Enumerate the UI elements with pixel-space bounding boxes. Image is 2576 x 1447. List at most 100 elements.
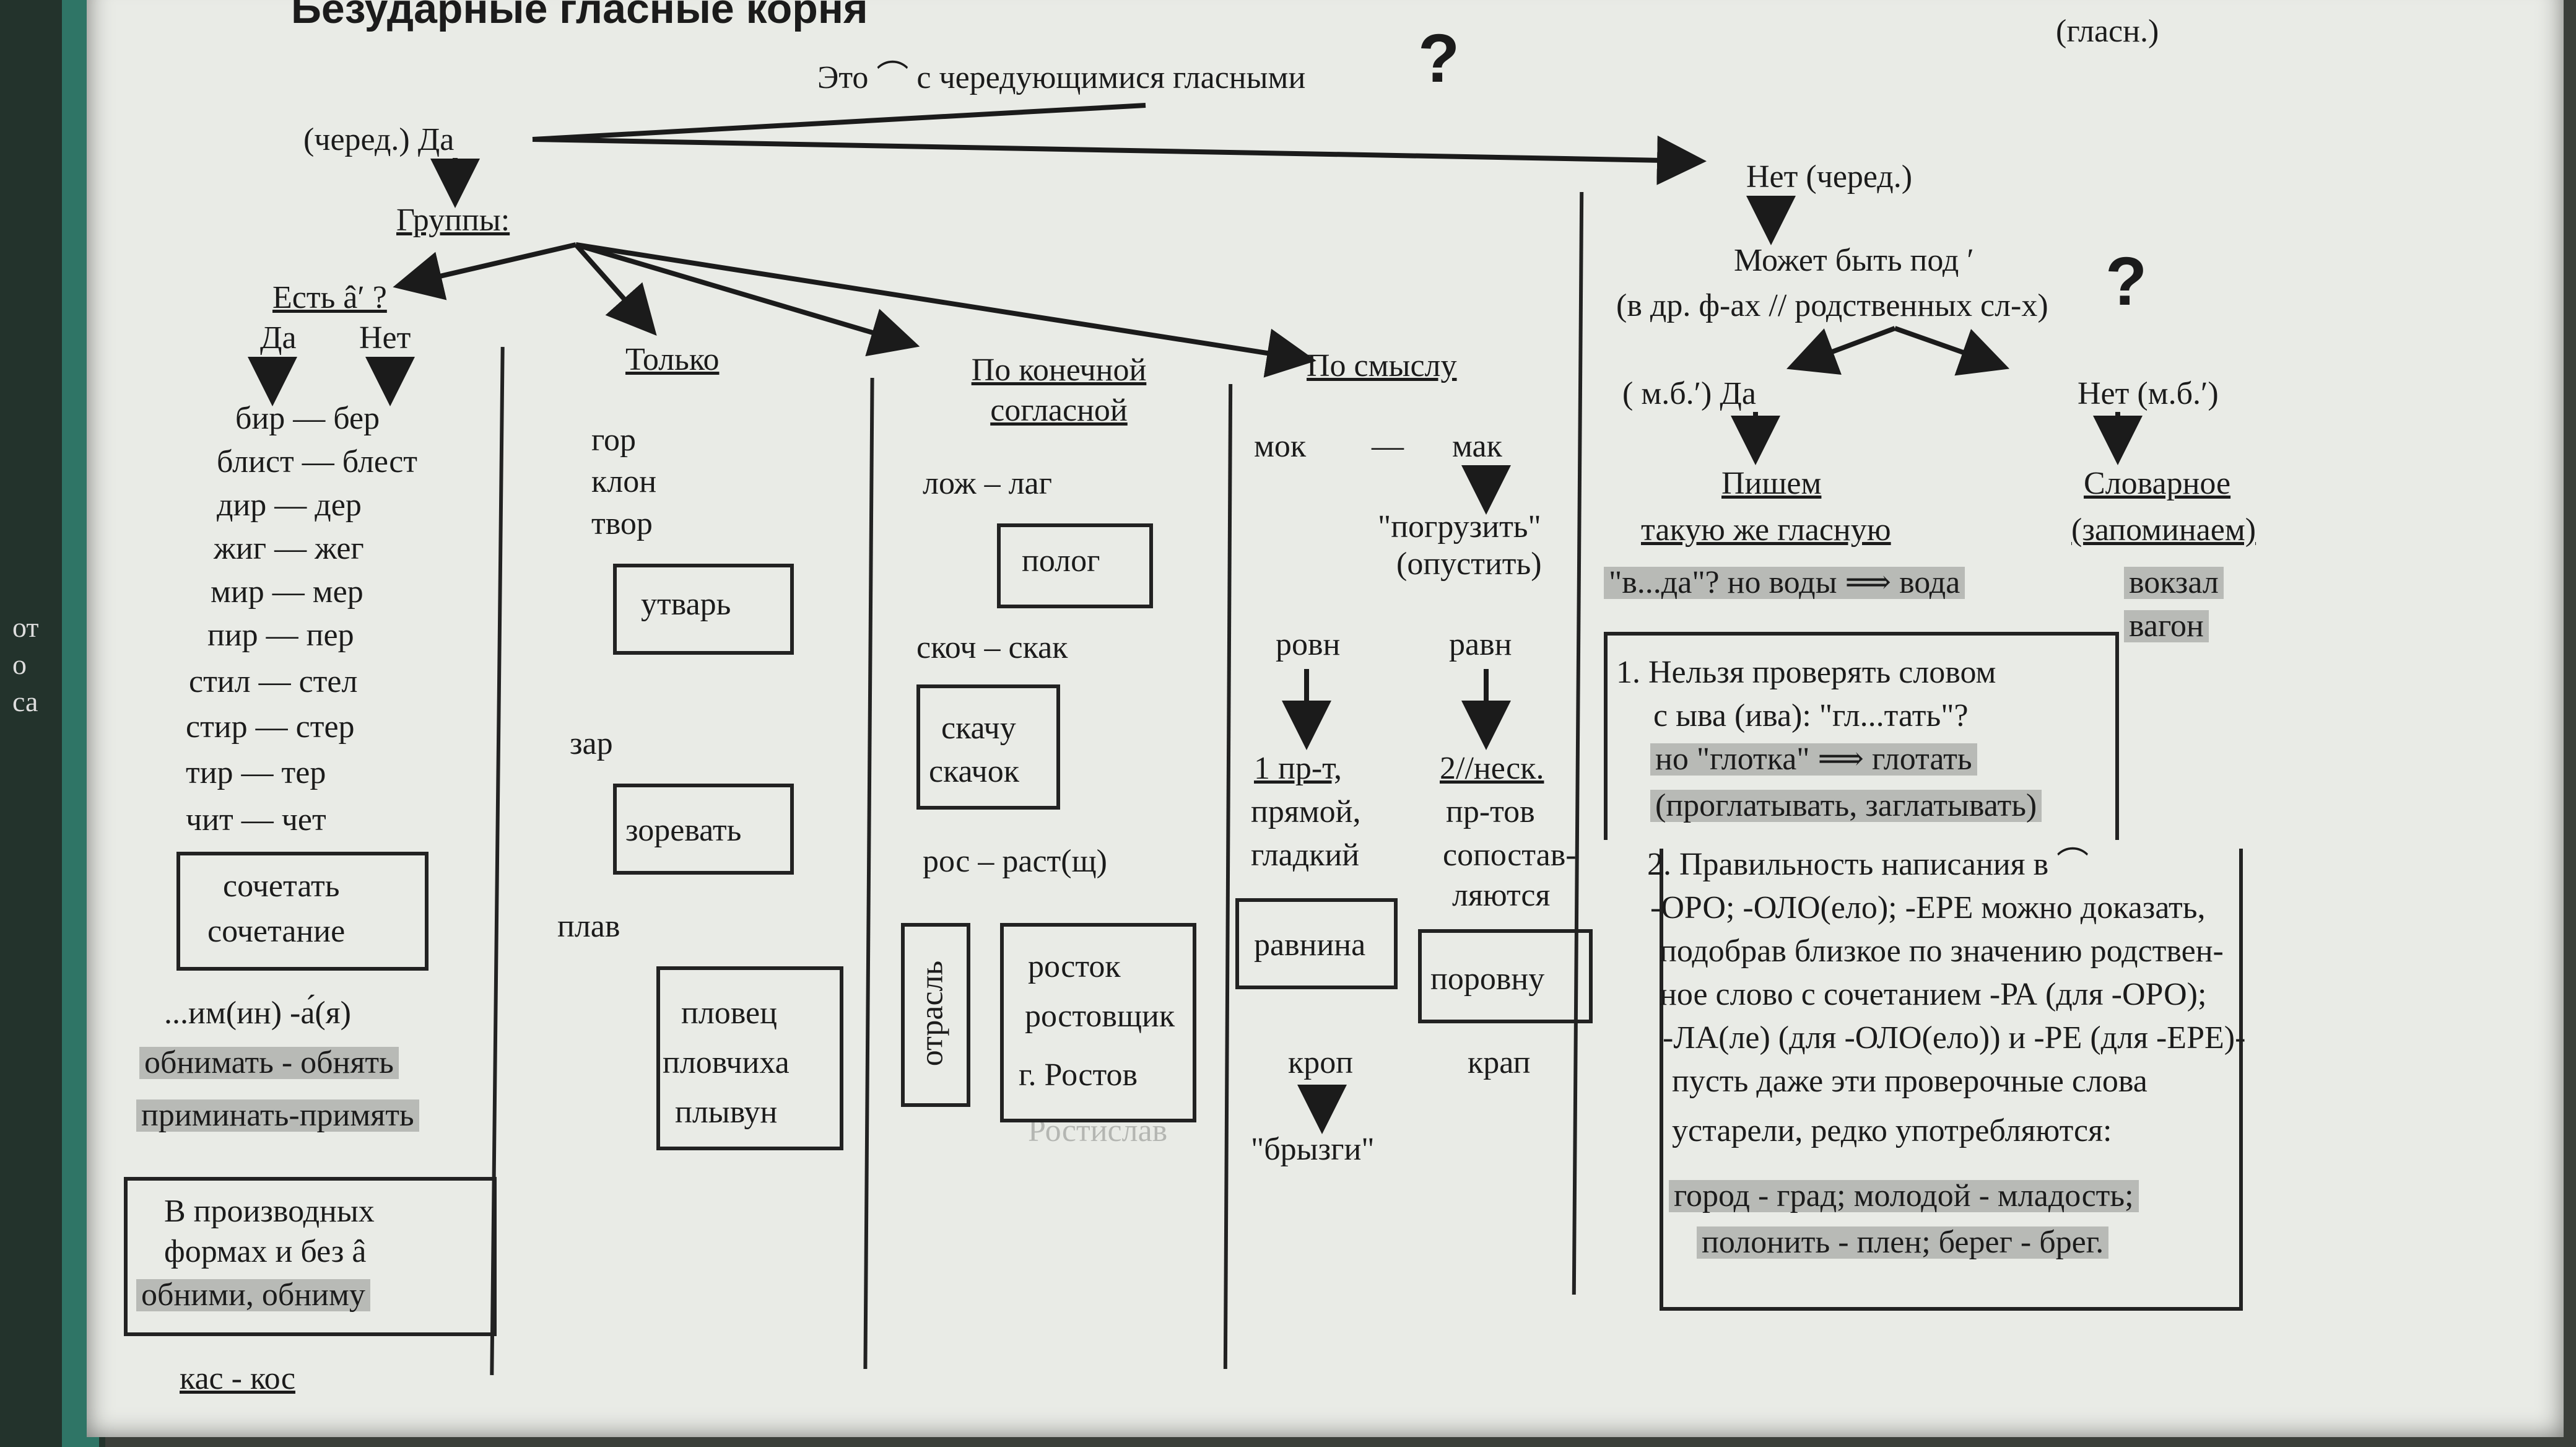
stress-yes: Да (260, 320, 297, 356)
meaning-pair1-b: мак (1452, 429, 1502, 464)
pair-item: чит — чет (186, 802, 326, 837)
deriv-line-2: формах и без â (164, 1234, 367, 1269)
rule1-line: 1. Нельзя проверять словом (1616, 655, 1996, 690)
rule2-line: пусть даже эти проверочные слова (1672, 1064, 2147, 1099)
final-box-1 (997, 523, 1153, 608)
col-meaning-head: По смыслу (1307, 348, 1457, 383)
final-pair-2: скоч – скак (916, 630, 1068, 665)
top-right-note: (гласн.) (2056, 14, 2159, 49)
pair-item: тир — тер (186, 755, 326, 790)
meaning-box-a (1235, 898, 1398, 989)
meaning-3: "брызги" (1251, 1132, 1375, 1167)
meaning-2b: 2//неск. (1440, 751, 1544, 786)
edge-text-3: са (12, 686, 38, 717)
meaning-example-a: равнина (1254, 927, 1366, 963)
pair-item: пир — пер (207, 618, 354, 653)
meaning-2a: 1 пр-т, (1254, 751, 1342, 786)
rule1-line: с ыва (ива): "гл...тать"? (1653, 698, 1969, 733)
pair-item: бир — бер (235, 401, 380, 436)
right-yes-example: "в...да"? но воды ⟹ вода (1604, 567, 1965, 599)
meaning-pair2-a: ровн (1276, 627, 1341, 662)
pair-item: дир — дер (217, 487, 362, 523)
only-root: твор (591, 506, 653, 541)
meaning-dash: — (1372, 429, 1404, 464)
final-example-3: ростовщик (1025, 999, 1175, 1034)
stress-no: Нет (359, 320, 411, 356)
rule1-box (1604, 632, 2119, 840)
only-box-2 (613, 784, 794, 875)
final-example-2: скачу (941, 710, 1016, 746)
meaning-2a: прямой, (1251, 794, 1361, 829)
meaning-2b: ляются (1452, 878, 1551, 913)
question-mark-main: ? (1418, 20, 1460, 97)
branch-no-label: Нет (черед.) (1746, 159, 1913, 195)
meaning-1-line2: (опустить) (1396, 546, 1542, 582)
col-only-head: Только (625, 342, 720, 377)
rule2-box (1660, 849, 2243, 1311)
sochet-word-2: сочетание (207, 914, 346, 949)
rule2-line: -ЛА(ле) (для -ОЛО(ело)) и -РЕ (для -ЕРЕ)… (1663, 1020, 2246, 1056)
rule2-line: полонить - плен; берег - брег. (1697, 1226, 2109, 1259)
final-example-3: г. Ростов (1019, 1057, 1138, 1093)
pair-item: мир — мер (211, 574, 363, 610)
right-dict: Словарное (2084, 466, 2231, 501)
meaning-2b: пр-тов (1446, 794, 1535, 829)
final-example-vertical: отрасль (914, 960, 950, 1067)
rule1-line: но "глотка" ⟹ глотать (1650, 743, 1977, 776)
right-memo: (запоминаем) (2071, 512, 2256, 548)
rule2-line: устарели, редко употребляются: (1672, 1113, 2112, 1148)
right-no-label: Нет (м.б.′) (2078, 376, 2219, 411)
page-title: Безударные гласные корня (291, 0, 868, 32)
question-mark-right: ? (2105, 243, 2147, 320)
meaning-2b: сопостав- (1443, 837, 1577, 873)
kas-kos: кас - кос (180, 1361, 295, 1396)
groups-label: Группы: (396, 203, 510, 238)
only-root: плав (557, 909, 620, 944)
im-rule: ...им(ин) -а́(я) (164, 995, 351, 1031)
rule2-line: ное слово с сочетанием -РА (для -ОРО); (1660, 977, 2207, 1012)
edge-text-2: о (12, 649, 27, 680)
right-no-example: вокзал (2124, 567, 2224, 599)
only-example-2: зоревать (625, 813, 742, 848)
final-example-3: Ростислав (1028, 1113, 1168, 1148)
pair-item: блист — блест (217, 444, 418, 479)
only-example-1: утварь (641, 587, 731, 622)
right-question: Может быть под ′ (1734, 243, 1974, 278)
meaning-pair3-b: крап (1468, 1045, 1531, 1080)
final-example-1: полог (1022, 543, 1100, 579)
right-write: Пишем (1721, 466, 1822, 501)
pair-item: жиг — жег (214, 531, 364, 566)
meaning-1-line1: "погрузить" (1378, 509, 1541, 544)
im-example-2: приминать-примять (136, 1099, 419, 1132)
meaning-pair3-a: кроп (1288, 1045, 1354, 1080)
sochet-word-1: сочетать (223, 868, 340, 904)
rule1-line: (проглатывать, заглатывать) (1650, 790, 2042, 822)
stress-question: Есть â′ ? (272, 280, 387, 315)
rule2-line: 2. Правильность написания в ⌒ (1647, 847, 2089, 882)
pair-item: стир — стер (186, 709, 355, 745)
only-example-3: пловец (681, 995, 777, 1031)
final-example-2: скачок (929, 754, 1019, 789)
rule2-line: -ОРО; -ОЛО(ело); -ЕРЕ можно доказать, (1650, 890, 2206, 925)
edge-text-1: от (12, 611, 39, 643)
main-question: Это ⌒ с чередующимися гласными (817, 60, 1306, 95)
only-root: гор (591, 422, 637, 458)
sochet-box (176, 852, 429, 971)
right-yes-label: ( м.б.′) Да (1622, 376, 1756, 411)
meaning-example-b: поровну (1430, 961, 1545, 997)
only-box-3 (656, 966, 843, 1150)
meaning-pair2-b: равн (1449, 627, 1512, 662)
im-example-1: обнимать - обнять (139, 1047, 399, 1079)
deriv-line-3: обними, обниму (136, 1279, 370, 1311)
rule2-line: подобрав близкое по значению родствен- (1660, 933, 2224, 969)
right-question-2: (в др. ф-ах // родственных сл-х) (1616, 288, 2048, 323)
meaning-2a: гладкий (1251, 837, 1360, 873)
col-final-head: По конечной согласной (971, 352, 1147, 428)
final-box-2 (916, 684, 1060, 810)
only-example-3: плывун (675, 1095, 778, 1130)
deriv-line-1: В производных (164, 1194, 375, 1229)
final-pair-1: лож – лаг (923, 466, 1052, 501)
final-example-3: росток (1028, 949, 1121, 984)
final-pair-3: рос – раст(щ) (923, 844, 1107, 879)
only-box-1 (613, 564, 794, 655)
